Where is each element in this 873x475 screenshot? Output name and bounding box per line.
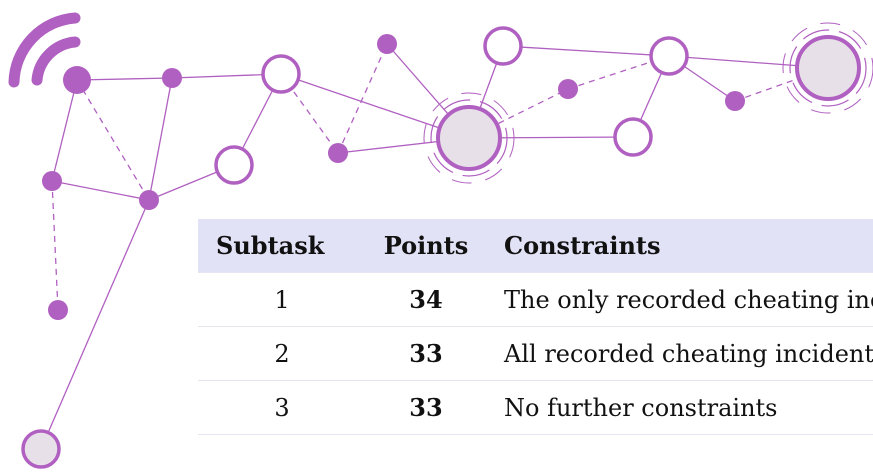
cell-points: 33 bbox=[409, 393, 443, 422]
cell-points: 33 bbox=[409, 339, 443, 368]
table-row: 2 33 All recorded cheating incidents bbox=[198, 326, 873, 381]
cell-constraints: No further constraints bbox=[504, 393, 778, 422]
table-row: 3 33 No further constraints bbox=[198, 380, 873, 435]
header-points: Points bbox=[383, 231, 469, 260]
cell-subtask: 2 bbox=[274, 339, 290, 368]
wifi-icon bbox=[8, 12, 81, 88]
cell-constraints: All recorded cheating incidents bbox=[504, 339, 873, 368]
cell-constraints: The only recorded cheating inc bbox=[504, 285, 873, 314]
subtask-table: Subtask Points Constraints 1 34 The only… bbox=[198, 219, 873, 435]
header-subtask: Subtask bbox=[216, 231, 325, 260]
cell-points: 34 bbox=[409, 285, 443, 314]
header-constraints: Constraints bbox=[504, 231, 661, 260]
cell-subtask: 1 bbox=[274, 285, 290, 314]
table-header-row: Subtask Points Constraints bbox=[198, 219, 873, 273]
cell-subtask: 3 bbox=[274, 393, 290, 422]
table-row: 1 34 The only recorded cheating inc bbox=[198, 272, 873, 327]
